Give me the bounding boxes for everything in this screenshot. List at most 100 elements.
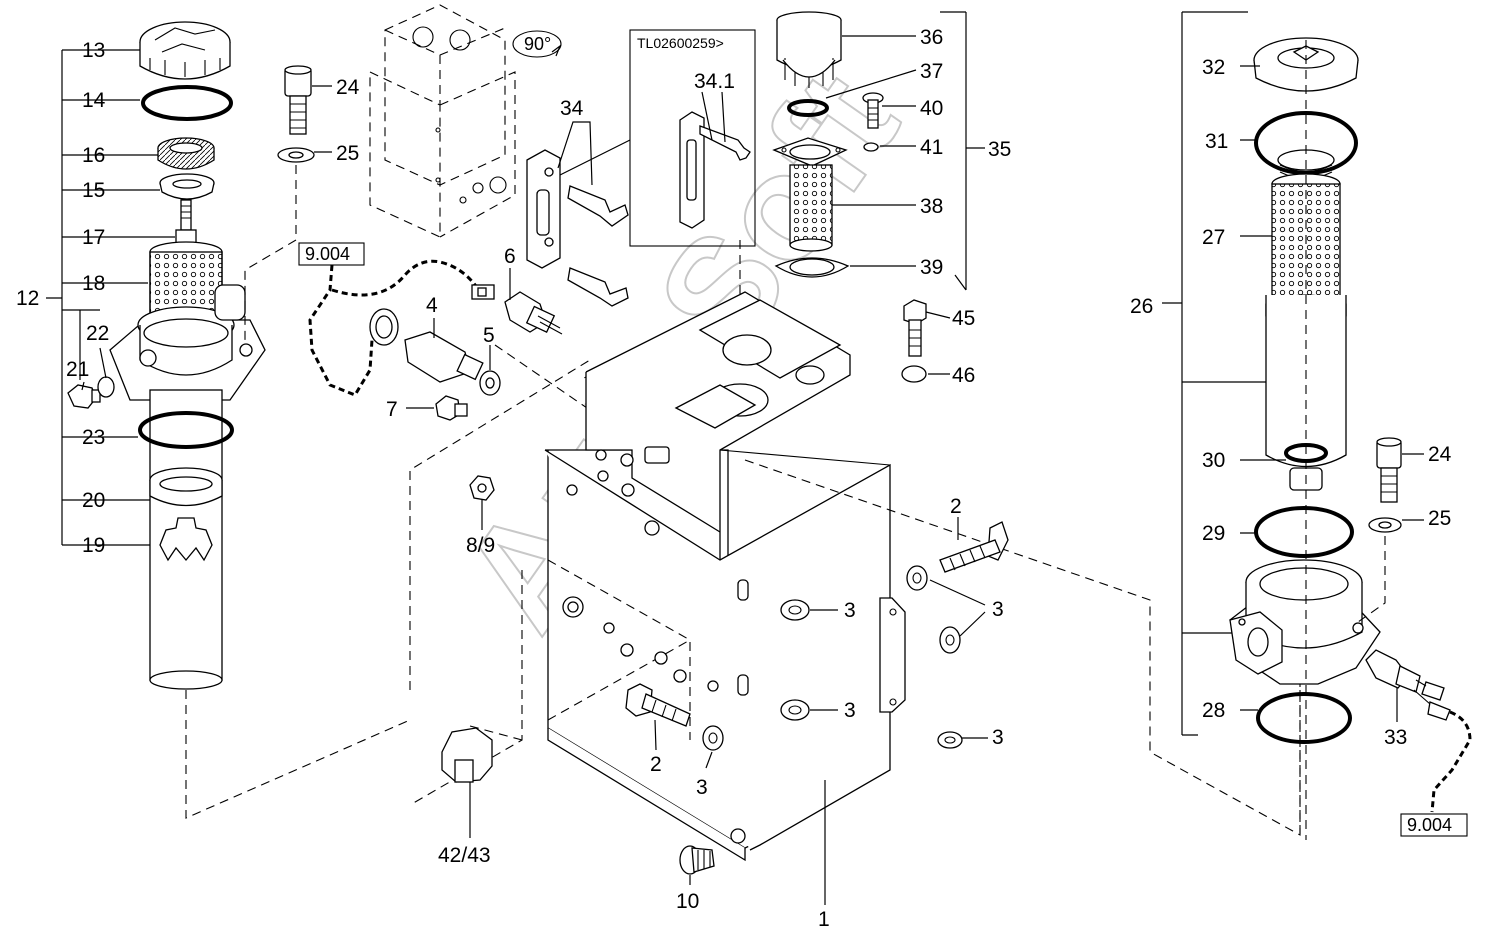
callout-30: 30 (1202, 449, 1225, 472)
o-ring-28 (1256, 692, 1352, 744)
plug-21 (67, 384, 101, 409)
left-filter-assembly (46, 21, 411, 819)
nut-16 (157, 137, 215, 170)
callout-6: 6 (504, 245, 516, 268)
hydraulic-tank (409, 240, 1301, 862)
rotation-label: 90° (524, 34, 551, 54)
washer-41 (863, 142, 879, 152)
washer-25-left (277, 147, 332, 163)
filter-housing (109, 284, 266, 401)
callout-3-a: 3 (844, 599, 856, 622)
gasket-39 (774, 257, 850, 278)
bushing-20 (149, 467, 223, 507)
sensor-4 (404, 318, 484, 383)
callout-1: 1 (818, 908, 830, 931)
callout-10: 10 (676, 890, 699, 913)
callout-40: 40 (920, 97, 943, 120)
callout-46: 46 (952, 364, 975, 387)
breather-cap-36 (776, 11, 842, 88)
callout-16: 16 (82, 144, 105, 167)
filter-head (1229, 559, 1381, 685)
callout-12: 12 (16, 287, 39, 310)
o-ring-23 (138, 411, 234, 449)
callout-18: 18 (82, 272, 105, 295)
connector-sensor (369, 308, 399, 346)
callout-19: 19 (82, 534, 105, 557)
o-ring-14 (141, 85, 233, 121)
callout-35: 35 (988, 138, 1011, 161)
callout-36: 36 (920, 26, 943, 49)
callout-37: 37 (920, 60, 943, 83)
callout-3-b: 3 (992, 598, 1004, 621)
ref-box-top: 9.004 (298, 242, 365, 266)
callout-13: 13 (82, 39, 105, 62)
seal-15 (159, 173, 215, 200)
detail-box: TL02600259> (559, 29, 756, 247)
washers-3 (702, 565, 988, 769)
o-ring-29 (1254, 506, 1354, 558)
ref-box-bottom-label: 9.004 (1407, 815, 1452, 835)
cap-13 (139, 21, 231, 80)
filter-bowl-26 (1265, 295, 1347, 491)
callout-14: 14 (82, 89, 106, 112)
callout-34: 34 (560, 97, 584, 120)
drain-plug-10 (679, 845, 715, 885)
o-ring-31 (1254, 111, 1358, 175)
cable-harness-bottom (1430, 710, 1472, 813)
callout-29: 29 (1202, 522, 1225, 545)
callout-24-right: 24 (1428, 443, 1452, 466)
bolt-45 (903, 299, 927, 357)
callout-42-43: 42/43 (438, 844, 491, 867)
callout-3-e: 3 (696, 776, 708, 799)
callout-45: 45 (952, 307, 975, 330)
washer-5 (479, 345, 501, 396)
callout-33: 33 (1384, 726, 1407, 749)
washer-25-right (1368, 517, 1424, 533)
callout-34-1: 34.1 (694, 70, 735, 93)
callout-3-d: 3 (992, 726, 1004, 749)
detail-box-title: TL02600259> (637, 35, 724, 51)
callout-27: 27 (1202, 226, 1225, 249)
callout-28: 28 (1202, 699, 1225, 722)
seal-37 (787, 99, 829, 117)
cable-harness-top (308, 259, 482, 397)
spring-19 (159, 517, 213, 562)
callout-7: 7 (386, 398, 398, 421)
callout-5: 5 (483, 324, 495, 347)
connector-plug (471, 284, 495, 300)
screw-24-left (284, 65, 332, 135)
callout-24-left: 24 (336, 76, 360, 99)
sensor-6 (504, 268, 563, 335)
callout-41: 41 (920, 136, 943, 159)
nut-8-9 (469, 475, 495, 530)
pin-17 (175, 199, 197, 245)
rotation-90-badge: 90° (512, 30, 562, 58)
screw-40 (862, 92, 884, 129)
sensor-33 (1365, 649, 1451, 722)
bolt-2-right (939, 517, 1009, 573)
callout-23: 23 (82, 426, 105, 449)
strainer-18 (149, 241, 223, 318)
fitting-42-43 (441, 725, 523, 838)
callout-21: 21 (66, 358, 89, 381)
valve-block (369, 4, 516, 238)
callout-25-right: 25 (1428, 507, 1451, 530)
callout-4: 4 (426, 294, 438, 317)
callout-3-c: 3 (844, 699, 856, 722)
bolt-2-left (625, 683, 691, 751)
callout-8-9: 8/9 (466, 534, 495, 557)
callout-25-left: 25 (336, 142, 359, 165)
callout-20: 20 (82, 489, 105, 512)
callout-2-left: 2 (650, 753, 662, 776)
callout-2-right: 2 (950, 495, 962, 518)
ref-box-bottom: 9.004 (1400, 813, 1468, 837)
callout-22: 22 (86, 322, 109, 345)
callout-38: 38 (920, 195, 943, 218)
ref-box-top-label: 9.004 (305, 244, 350, 264)
callout-32: 32 (1202, 56, 1225, 79)
sight-glass-34 (526, 121, 629, 307)
callout-39: 39 (920, 256, 943, 279)
callout-17: 17 (82, 226, 105, 249)
filler-strainer-38 (772, 137, 848, 252)
